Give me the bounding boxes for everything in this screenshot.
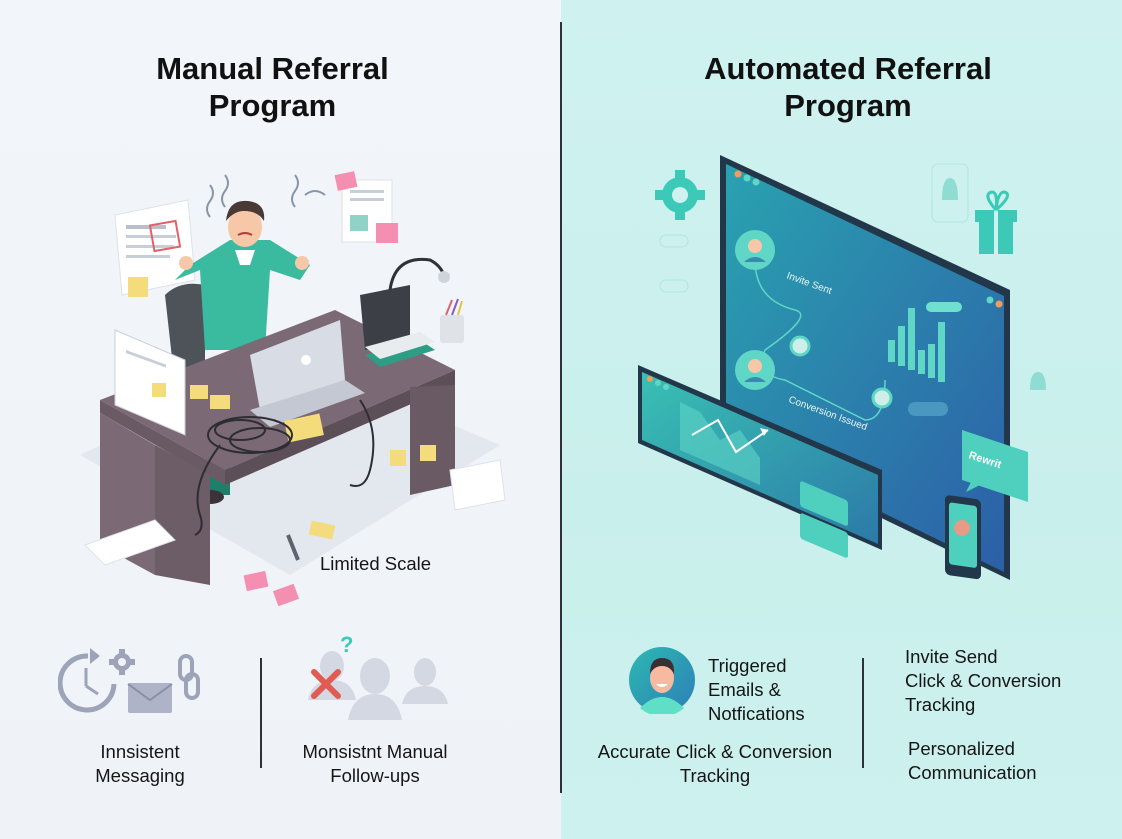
window-dot xyxy=(663,384,669,390)
desk-leg xyxy=(410,385,455,495)
accurate-tracking-label: Accurate Click & Conversion Tracking xyxy=(585,740,845,788)
sticky-note xyxy=(190,385,208,399)
user-avatar-icon xyxy=(629,647,695,714)
pen xyxy=(286,534,300,561)
pencil-cup xyxy=(440,298,464,343)
gear-icon xyxy=(655,170,705,220)
faint-pill xyxy=(659,279,689,293)
flow-node xyxy=(789,335,811,357)
tangled-cables xyxy=(194,399,375,536)
sticky-note xyxy=(420,445,436,461)
bell-icon xyxy=(931,163,969,223)
sticky-note xyxy=(390,450,406,466)
laptop xyxy=(250,320,365,427)
question-mark-icon: ? xyxy=(340,632,353,657)
title-line: Program xyxy=(784,88,912,123)
stress-lines-icon xyxy=(291,174,299,208)
invite-send-tracking-label: Invite Send Click & Conversion Tracking xyxy=(905,645,1061,717)
inconsistent-messaging-label: Innsistent Messaging xyxy=(60,740,220,788)
stressed-desk-illustration xyxy=(80,171,506,607)
feature-text: Emails & xyxy=(708,679,781,700)
feature-text: Personalized xyxy=(908,738,1015,759)
automation-dashboard-illustration: Invite Sent Conversion Issued Rewrit xyxy=(638,155,1046,580)
feature-divider xyxy=(862,658,864,768)
feature-text: Invite Send xyxy=(905,646,998,667)
reward-bubble xyxy=(962,430,1028,502)
flow-node xyxy=(871,387,893,409)
automated-program-title: Automated Referral Program xyxy=(570,50,1122,124)
floating-document-right xyxy=(334,171,398,243)
window-dot xyxy=(743,174,751,182)
window-dot xyxy=(986,296,994,304)
ui-pill xyxy=(908,402,948,416)
sticky-note xyxy=(210,395,230,409)
mini-bar-chart xyxy=(888,308,945,382)
envelope-icon xyxy=(127,683,173,713)
desk-edge xyxy=(225,370,455,485)
feature-text: Communication xyxy=(908,762,1037,783)
center-divider xyxy=(560,22,562,793)
clock-refresh-icon xyxy=(58,648,117,713)
window-dot xyxy=(995,300,1003,308)
desk-leg xyxy=(155,445,210,585)
smartphone-icon xyxy=(945,495,981,580)
limited-scale-caption: Limited Scale xyxy=(320,553,432,574)
sticky-note xyxy=(308,520,336,540)
ui-pill xyxy=(926,302,962,312)
stress-lines-icon xyxy=(221,174,229,208)
personalized-communication-label: Personalized Communication xyxy=(908,737,1037,785)
desktop-monitor xyxy=(114,329,186,436)
feature-text: Messaging xyxy=(95,765,185,786)
triggered-emails-label: Triggered Emails & Notfications xyxy=(708,654,805,726)
desk-edge xyxy=(100,400,225,485)
feature-text: Tracking xyxy=(905,694,976,715)
floor-paper xyxy=(449,459,506,511)
gift-icon xyxy=(975,190,1017,254)
window-dot xyxy=(734,170,742,178)
faint-pill xyxy=(659,234,689,248)
stress-lines-icon xyxy=(206,184,214,218)
svg-text:?: ? xyxy=(340,632,353,657)
feature-text: Tracking xyxy=(679,765,751,786)
manual-program-title: Manual Referral Program xyxy=(0,50,545,124)
title-line: Program xyxy=(208,88,337,123)
stressed-person xyxy=(175,200,310,504)
feature-text: Monsistnt Manual xyxy=(302,741,448,762)
trend-arrow-icon xyxy=(760,428,768,436)
profile-card xyxy=(800,513,848,558)
window-dot xyxy=(655,380,661,386)
sticky-note xyxy=(284,413,324,443)
window-dot xyxy=(647,376,653,382)
people-group-icon xyxy=(308,651,448,720)
sticky-note xyxy=(243,570,269,592)
feature-text: Innsistent xyxy=(100,741,180,762)
red-x-icon xyxy=(311,669,341,699)
stress-lines-icon xyxy=(304,190,326,196)
manual-followups-icons: ? xyxy=(308,632,448,720)
title-line: Automated Referral xyxy=(704,51,992,86)
gear-icon xyxy=(109,649,135,675)
inconsistent-messaging-icons xyxy=(58,648,200,713)
book-stack xyxy=(365,332,435,367)
profile-card xyxy=(800,481,848,526)
analytics-window xyxy=(638,365,882,558)
printer xyxy=(360,257,450,350)
floating-document-left xyxy=(114,199,196,297)
manual-followups-label: Monsistnt Manual Follow-ups xyxy=(290,740,460,788)
feature-text: Click & Conversion xyxy=(905,670,1062,691)
feature-text: Notfications xyxy=(708,703,805,724)
title-line: Manual Referral xyxy=(156,51,389,86)
floor-paper xyxy=(84,519,176,566)
chain-link-icon xyxy=(178,654,200,700)
feature-divider xyxy=(260,658,262,768)
window-dot xyxy=(752,178,760,186)
feature-text: Follow-ups xyxy=(330,765,420,786)
bell-icon xyxy=(1030,372,1046,390)
area-chart xyxy=(680,402,760,485)
feature-text: Triggered xyxy=(708,655,787,676)
sticky-note xyxy=(272,583,300,607)
feature-text: Accurate Click & Conversion xyxy=(597,741,833,762)
trend-line xyxy=(691,418,769,454)
